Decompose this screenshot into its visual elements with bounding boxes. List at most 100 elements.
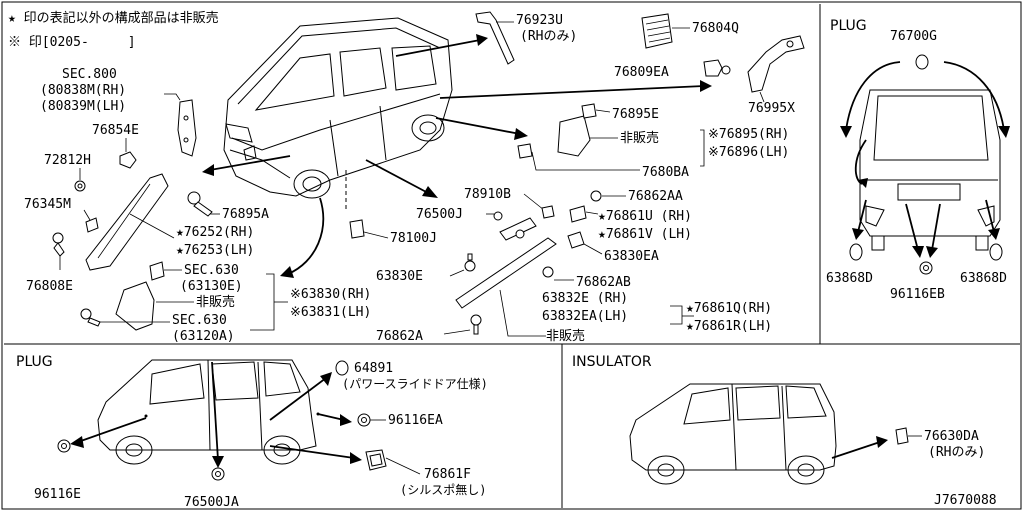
- part-63830EA-clip: [567, 231, 585, 249]
- part-76500JA-plug: [211, 467, 225, 481]
- part-78100J-clip: [349, 219, 365, 239]
- label-sec800: SEC.800: [62, 67, 117, 82]
- label-hihanbai-3: 非販売: [546, 328, 585, 344]
- label-96116E: 96116E: [34, 487, 81, 502]
- part-76854E-clip: [119, 151, 137, 169]
- section-title-plug-bottom: PLUG: [16, 354, 53, 370]
- label-76862AA: 76862AA: [628, 189, 683, 204]
- label-64891-sub: (パワースライドドア仕様): [342, 377, 488, 391]
- label-sec800-rh: (80838M(RH): [40, 83, 126, 98]
- rear-van-illustration: [859, 89, 1001, 251]
- part-76895A-clip: [187, 191, 213, 217]
- section-title-plug-top: PLUG: [830, 18, 867, 34]
- label-64891: 64891: [354, 361, 393, 376]
- label-63868D-left: 63868D: [826, 271, 873, 286]
- label-sec630a: SEC.630: [184, 263, 239, 278]
- label-63831: ※63831(LH): [290, 305, 371, 320]
- part-76923U-rod: [475, 11, 515, 65]
- part-76500J-clip: [493, 211, 503, 221]
- part-76861F-block: [365, 449, 387, 471]
- part-76804Q-grille: [641, 13, 673, 49]
- label-76995X: 76995X: [748, 101, 795, 116]
- side-van-illustration-plug: [97, 359, 320, 465]
- label-76895E: 76895E: [612, 107, 659, 122]
- part-76700G-plug: [915, 54, 929, 70]
- label-76861V: ★76861V (LH): [598, 227, 692, 242]
- part-76862AA-screw: [590, 190, 602, 202]
- part-76895E-cover: [517, 103, 597, 159]
- label-76252: ★76252(RH): [176, 225, 254, 240]
- label-hihanbai-1: 非販売: [196, 294, 235, 310]
- label-76500JA: 76500JA: [184, 495, 239, 510]
- label-76861F: 76861F: [424, 467, 471, 482]
- label-76809EA: 76809EA: [614, 65, 669, 80]
- label-76808E: 76808E: [26, 279, 73, 294]
- part-76862AB-screw: [542, 266, 554, 278]
- part-76862A-screw: [470, 314, 482, 335]
- part-76995X-bracket: [747, 35, 805, 93]
- label-76345M: 76345M: [24, 197, 71, 212]
- label-76500J: 76500J: [416, 207, 463, 222]
- part-72812H-clip: [74, 180, 86, 192]
- label-76804Q: 76804Q: [692, 21, 739, 36]
- label-76923U: 76923U: [516, 13, 563, 28]
- label-76862AB: 76862AB: [576, 275, 631, 290]
- part-78910B-clip: [541, 205, 555, 219]
- label-76861Q: ★76861Q(RH): [686, 301, 772, 316]
- label-sec630b-sub: (63120A): [172, 329, 235, 344]
- label-76862A: 76862A: [376, 329, 423, 344]
- label-63832E: 63832E (RH): [542, 291, 628, 306]
- label-7680BA: 7680BA: [642, 165, 689, 180]
- part-96116EB-plug: [919, 261, 933, 275]
- label-76896: ※76896(LH): [708, 145, 789, 160]
- label-76895A: 76895A: [222, 207, 269, 222]
- label-sec630a-sub: (63130E): [180, 279, 243, 294]
- label-63830: ※63830(RH): [290, 287, 371, 302]
- side-van-illustration-insulator: [629, 383, 837, 485]
- label-sec630b: SEC.630: [172, 313, 227, 328]
- label-76630DA-sub: (RHのみ): [928, 445, 985, 460]
- part-sec630-cover: [80, 261, 165, 331]
- part-63868D-right-plug: [989, 243, 1003, 261]
- label-76861R: ★76861R(LH): [686, 319, 772, 334]
- label-96116EA: 96116EA: [388, 413, 443, 428]
- part-76809EA-clip: [703, 59, 731, 77]
- part-76252-pillar-trim: [85, 173, 169, 271]
- label-63832EA: 63832EA(LH): [542, 309, 628, 324]
- part-76861U-bracket: [569, 205, 587, 223]
- label-76861F-sub: (シルスポ無し): [400, 482, 486, 497]
- part-76808E-screw: [52, 232, 65, 257]
- part-63830E-clip: [464, 253, 476, 272]
- part-63868D-left-plug: [849, 243, 863, 261]
- part-96116EA-plug: [357, 413, 371, 427]
- label-76861U: ★76861U (RH): [598, 209, 692, 224]
- part-sill-moulding: [455, 217, 557, 309]
- label-78910B: 78910B: [464, 187, 511, 202]
- label-78100J: 78100J: [390, 231, 437, 246]
- label-76923U-sub: (RHのみ): [520, 29, 577, 44]
- note-star: ★ 印の表記以外の構成部品は非販売: [8, 10, 219, 26]
- part-96116E-plug: [57, 439, 71, 453]
- label-72812H: 72812H: [44, 153, 91, 168]
- section-title-insulator: INSULATOR: [572, 354, 652, 370]
- note-kome: ※ 印[0205- ]: [8, 35, 136, 50]
- main-van-arrows: [202, 34, 712, 278]
- label-hihanbai-2: 非販売: [620, 130, 659, 146]
- label-76700G: 76700G: [890, 29, 937, 44]
- part-76630DA-insulator: [895, 427, 909, 445]
- diagram-id: J7670088: [934, 493, 997, 508]
- label-63830EA: 63830EA: [604, 249, 659, 264]
- part-sec800-bracket: [177, 99, 197, 157]
- label-96116EB: 96116EB: [890, 287, 945, 302]
- label-sec800-lh: (80839M(LH): [40, 99, 126, 114]
- label-76630DA: 76630DA: [924, 429, 979, 444]
- part-76345M-clip: [85, 217, 99, 233]
- label-76854E: 76854E: [92, 123, 139, 138]
- main-van-illustration: [223, 17, 453, 210]
- label-76895: ※76895(RH): [708, 127, 789, 142]
- label-63868D-right: 63868D: [960, 271, 1007, 286]
- label-76253: ★76253(LH): [176, 243, 254, 258]
